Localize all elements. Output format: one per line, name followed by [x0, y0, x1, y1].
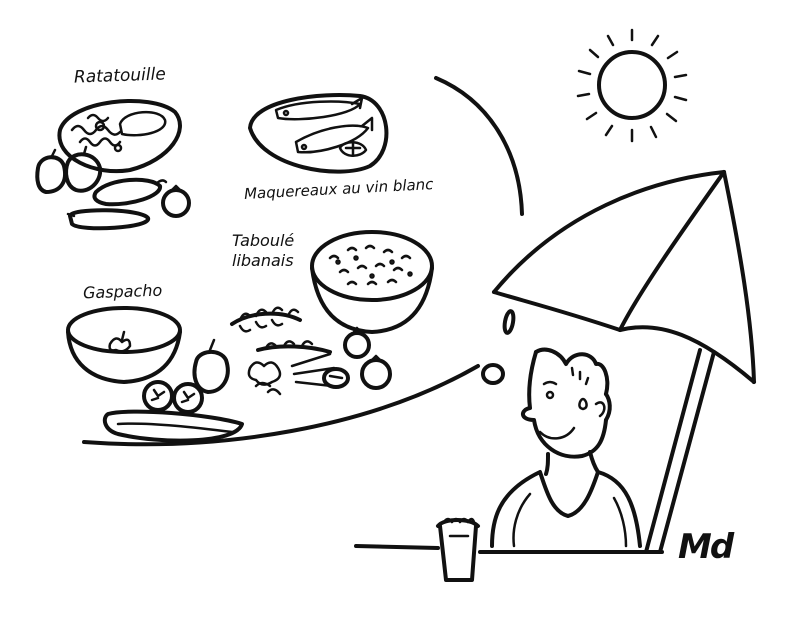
table-and-drink-drawing [354, 517, 664, 582]
person-drawing [490, 347, 642, 548]
taboule-label-line2: libanais [232, 251, 294, 270]
ratatouille-label: Ratatouille [73, 64, 167, 88]
taboule-label-line1: Taboulé [232, 231, 295, 250]
artist-signature: Md [678, 527, 734, 567]
taboule-bowl-drawing [230, 230, 434, 396]
gaspacho-dish-drawing [66, 306, 244, 443]
maquereaux-dish-drawing [248, 93, 389, 174]
beach-umbrella-drawing [492, 170, 756, 554]
sun-icon [576, 28, 688, 143]
gaspacho-label: Gaspacho [82, 280, 163, 303]
thought-bubble [82, 76, 524, 447]
ratatouille-dish-drawing [35, 99, 191, 231]
taboule-label: Taboulé libanais [232, 231, 294, 271]
